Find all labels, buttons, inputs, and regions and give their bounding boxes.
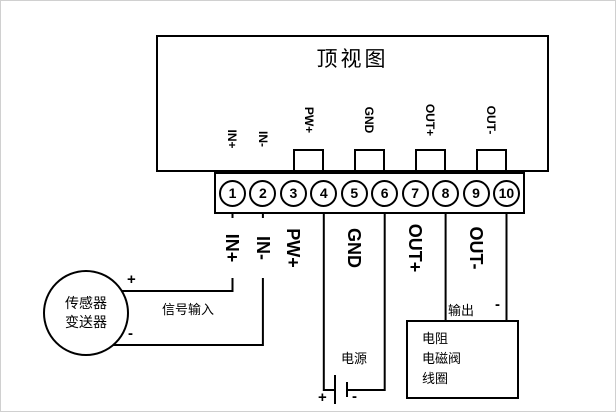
wire-label-gnd: GND [344, 228, 364, 268]
terminal-strip: 1 2 3 4 5 6 7 8 9 10 [214, 172, 525, 214]
sensor-label-line1: 传感器 [65, 295, 107, 311]
wire-label-in-plus: IN+ [222, 218, 242, 278]
pin-label-in-minus: IN- [256, 131, 270, 147]
terminal-8: 8 [432, 179, 460, 207]
signal-input-label: 信号输入 [161, 302, 214, 317]
power-label: 电源 [340, 351, 367, 366]
sensor-label-line2: 变送器 [65, 314, 107, 330]
wire-label-out-plus: OUT+ [405, 223, 425, 273]
pin-label-pw-plus: PW+ [302, 106, 316, 134]
terminal-6: 6 [371, 179, 399, 207]
bracket-gnd [354, 149, 385, 173]
wire-label-pw-plus: PW+ [283, 228, 303, 268]
load-label-line3: 线圈 [422, 371, 449, 386]
pin-label-out-plus: OUT+ [423, 103, 437, 137]
terminal-5: 5 [340, 179, 368, 207]
power-plus-sign: + [318, 389, 327, 406]
bracket-out-minus [476, 149, 507, 173]
terminal-10: 10 [492, 179, 520, 207]
output-label: 输出 [447, 303, 474, 318]
pin-label-gnd: GND [362, 106, 376, 134]
power-minus-sign: - [352, 388, 357, 405]
terminal-1: 1 [219, 179, 246, 207]
terminal-2: 2 [249, 179, 277, 207]
wire-label-out-minus: OUT- [466, 226, 486, 270]
bracket-pw-plus [293, 149, 324, 173]
load-box: 电阻 电磁阀 线圈 [406, 320, 519, 399]
wire-signal-plus [121, 213, 234, 292]
pin-label-out-minus: OUT- [484, 105, 498, 135]
terminal-9: 9 [462, 179, 490, 207]
load-label-line2: 电磁阀 [422, 351, 462, 366]
output-minus-sign: - [495, 296, 500, 313]
wire-label-in-minus: IN- [253, 218, 273, 278]
sensor-minus-sign: - [128, 325, 133, 342]
load-label-line1: 电阻 [422, 331, 449, 346]
bracket-out-plus [415, 149, 446, 173]
terminal-4: 4 [310, 179, 338, 207]
sensor-transmitter: 传感器 变送器 [43, 270, 129, 356]
pin-label-in-plus: IN+ [225, 129, 239, 149]
diagram-title: 顶视图 [316, 48, 389, 71]
device-outline [156, 35, 549, 172]
sensor-plus-sign: + [127, 271, 136, 288]
terminal-3: 3 [279, 179, 307, 207]
terminal-7: 7 [401, 179, 429, 207]
